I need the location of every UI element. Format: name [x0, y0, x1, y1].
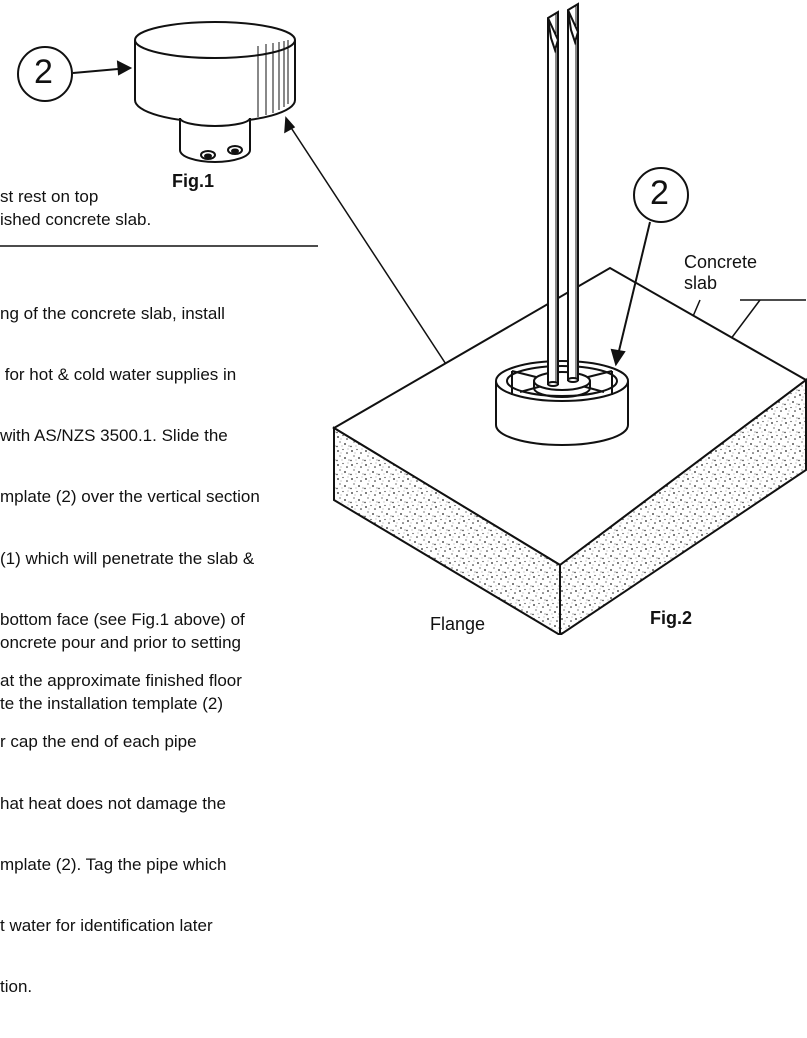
para1-line: bottom face (see Fig.1 above) of	[0, 609, 245, 629]
fig1-shading-lines	[257, 40, 289, 117]
para1-line: ng of the concrete slab, install	[0, 303, 225, 323]
para1-line: mplate (2) over the vertical section	[0, 487, 260, 507]
fig2-label: Fig.2	[650, 608, 693, 628]
para1-line: for hot & cold water supplies in	[0, 365, 237, 385]
para1-line: mplate (2). Tag the pipe which	[0, 854, 227, 874]
para2-line: oncrete pour and prior to setting	[0, 632, 241, 652]
instruction-paragraph-2: oncrete pour and prior to setting te the…	[0, 592, 241, 755]
fig1-template-part	[134, 21, 296, 163]
fig2-pipes	[547, 2, 580, 387]
para2-line: te the installation template (2)	[0, 694, 224, 714]
para1-line: hat heat does not damage the	[0, 793, 226, 813]
para1-line: (1) which will penetrate the slab &	[0, 548, 255, 568]
fig1-label: Fig.1	[172, 171, 215, 191]
fig1-callout-number: 2	[34, 53, 53, 91]
para1-line: with AS/NZS 3500.1. Slide the	[0, 426, 228, 446]
line-drawing	[0, 2, 807, 635]
fig2-callout	[610, 167, 689, 367]
fig2-callout-number: 2	[650, 174, 669, 212]
installation-diagram: 2 Fig.1 st rest on top ished concrete sl…	[0, 2, 807, 996]
para1-line: t water for identification later	[0, 916, 213, 935]
fig1-note-line-2: ished concrete slab.	[0, 210, 152, 229]
slab-label-line-2: slab	[684, 273, 718, 293]
para1-line: tion.	[0, 977, 33, 997]
fig1-callout	[17, 46, 133, 102]
fig2-template-ring	[495, 360, 629, 446]
flange-label: Flange	[430, 614, 486, 634]
fig1-note-line-1: st rest on top	[0, 187, 99, 206]
slab-label-line-1: Concrete	[684, 252, 758, 272]
